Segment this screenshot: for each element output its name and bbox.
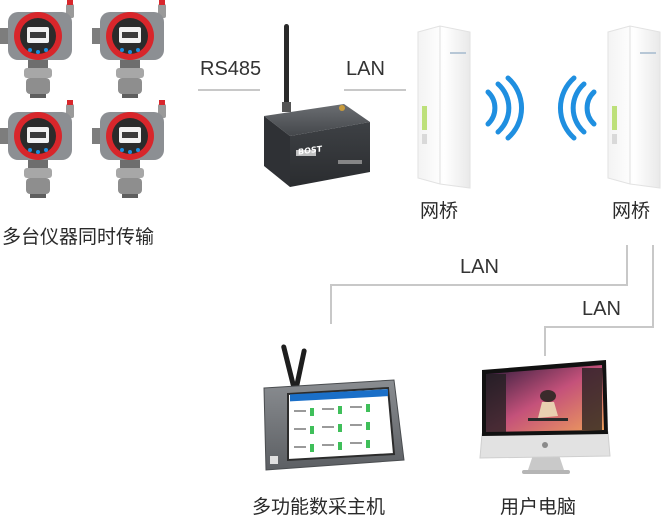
lan-gateway-bridge-line	[344, 89, 406, 91]
host-label: 多功能数采主机	[252, 496, 386, 515]
lan-bridge-host-hline	[330, 284, 628, 286]
wireless-bridge-icon	[417, 25, 471, 189]
wifi-waves-icon	[485, 75, 524, 141]
lan-gateway-bridge-label: LAN	[346, 58, 385, 80]
bridge-right-label: 网桥	[612, 200, 651, 222]
pc-label: 用户电脑	[500, 496, 577, 515]
lan-bridge-trunk-line	[626, 245, 628, 285]
gas-detector-icon	[0, 0, 166, 198]
data-acquisition-host-icon	[263, 344, 405, 471]
sensors-label: 多台仪器同时传输	[2, 226, 155, 248]
gas-detector-group	[0, 0, 185, 215]
gas-detector-3	[0, 100, 74, 198]
lan-bridge-host-label: LAN	[460, 256, 499, 278]
imac-computer-icon	[479, 360, 611, 474]
lan-bridge-pc-hline	[544, 326, 654, 328]
gas-detector-2	[92, 0, 166, 98]
rs485-label: RS485	[200, 58, 262, 80]
bridge-left-label: 网桥	[420, 200, 459, 222]
gas-detector-1	[0, 0, 74, 98]
data-gateway-icon	[264, 24, 370, 187]
wireless-bridge-icon	[607, 25, 661, 189]
wifi-waves-icon	[558, 75, 597, 141]
lan-bridge-host-vline	[330, 284, 332, 324]
data-gateway: BOST	[262, 22, 372, 197]
lan-bridge-pc-label: LAN	[582, 298, 621, 320]
lan-bridge-pc-vline-top	[652, 245, 654, 327]
lan-bridge-pc-vline	[544, 326, 546, 356]
gas-detector-4	[92, 100, 166, 198]
rs485-line	[198, 89, 260, 91]
